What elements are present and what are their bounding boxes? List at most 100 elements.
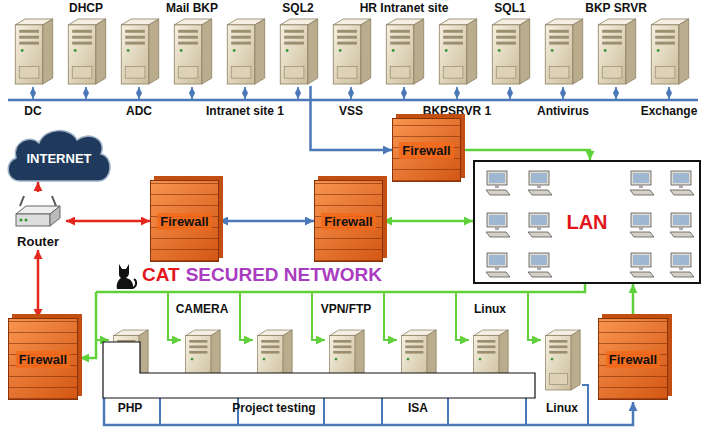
internet-cloud: INTERNET bbox=[4, 124, 114, 182]
server-icon bbox=[333, 19, 370, 84]
firewall-box: Firewall bbox=[8, 318, 78, 400]
network-wire bbox=[509, 87, 511, 99]
server-box: Antivirus bbox=[538, 17, 588, 119]
node-label: DC bbox=[24, 104, 41, 119]
network-link bbox=[311, 86, 393, 150]
node-label: Firewall bbox=[157, 213, 211, 230]
firewall-box: Firewall bbox=[150, 180, 219, 262]
network-wire bbox=[96, 293, 109, 340]
computer-icon bbox=[528, 213, 552, 237]
firewall-box: Firewall bbox=[598, 318, 668, 400]
network-link bbox=[632, 284, 635, 318]
server-icon bbox=[15, 19, 52, 84]
node-label: SQL1 bbox=[494, 1, 525, 16]
server-icon bbox=[68, 19, 105, 84]
router-icon bbox=[16, 196, 60, 226]
node-label: ADC bbox=[126, 104, 152, 119]
network-wire bbox=[562, 87, 564, 99]
computer-icon bbox=[528, 253, 552, 277]
network-wire bbox=[456, 87, 458, 99]
node-label: ISA bbox=[408, 401, 428, 416]
computer-icon bbox=[630, 253, 654, 277]
server-box: Linux bbox=[465, 302, 515, 395]
title-text: SECURED NETWORK bbox=[186, 264, 382, 286]
computer-icon bbox=[670, 171, 694, 195]
server-box: DHCP bbox=[61, 1, 111, 86]
lan-box: LAN bbox=[473, 160, 701, 284]
cloud-outline bbox=[8, 131, 110, 181]
title-text: CAT bbox=[142, 264, 180, 286]
network-wire bbox=[104, 398, 633, 425]
node-label: Mail BKP bbox=[166, 1, 218, 16]
node-label: Firewall bbox=[606, 351, 660, 368]
node-label: Antivirus bbox=[537, 104, 589, 119]
cover-box bbox=[103, 342, 535, 398]
server-icon bbox=[545, 19, 582, 84]
network-wire bbox=[456, 293, 469, 340]
server-box: HR Intranet site bbox=[379, 1, 429, 86]
network-wire bbox=[244, 87, 246, 99]
network-wire bbox=[350, 87, 352, 99]
network-wire bbox=[384, 293, 397, 340]
network-link bbox=[383, 220, 473, 223]
server-box: Intranet site 1 bbox=[220, 17, 270, 119]
network-link bbox=[37, 250, 40, 318]
network-wire bbox=[32, 87, 34, 99]
server-icon bbox=[386, 19, 423, 84]
server-box: Project testing bbox=[249, 325, 299, 416]
server-box: Mail BKP bbox=[167, 1, 217, 86]
firewall-box: Firewall bbox=[314, 180, 383, 262]
computer-icon bbox=[486, 253, 510, 277]
server-box: SQL1 bbox=[485, 1, 535, 86]
node-label: DHCP bbox=[69, 1, 103, 16]
node-label: Firewall bbox=[321, 213, 375, 230]
node-label: LAN bbox=[566, 211, 607, 234]
server-box: Exchange bbox=[644, 17, 694, 119]
network-link bbox=[219, 220, 314, 223]
server-box: Linux bbox=[537, 325, 587, 416]
node-label: VPN/FTP bbox=[321, 302, 372, 317]
server-icon bbox=[439, 19, 476, 84]
server-icon bbox=[598, 19, 635, 84]
network-wire bbox=[80, 292, 96, 358]
node-label: Firewall bbox=[16, 351, 70, 368]
server-icon bbox=[280, 19, 317, 84]
node-label: CAMERA bbox=[176, 302, 229, 317]
network-wire bbox=[191, 87, 193, 99]
computer-icon bbox=[670, 213, 694, 237]
server-icon bbox=[227, 19, 264, 84]
node-label: Project testing bbox=[232, 401, 315, 416]
server-box: CAMERA bbox=[177, 302, 227, 395]
network-wire bbox=[96, 284, 585, 292]
network-wire bbox=[312, 293, 325, 340]
computer-icon bbox=[670, 253, 694, 277]
network-wire bbox=[582, 385, 588, 425]
node-label: PHP bbox=[118, 401, 143, 416]
node-label: BKP SRVR bbox=[585, 1, 647, 16]
firewall-box: Firewall bbox=[392, 118, 461, 182]
network-wire bbox=[528, 293, 541, 340]
server-box: BKPSRVR 1 bbox=[432, 17, 482, 119]
computer-icon bbox=[630, 171, 654, 195]
node-label: Router bbox=[17, 234, 59, 250]
computer-icon bbox=[486, 213, 510, 237]
server-box: PHP bbox=[105, 325, 155, 416]
node-label: INTERNET bbox=[27, 151, 92, 166]
server-icon bbox=[492, 19, 529, 84]
network-link bbox=[461, 150, 590, 160]
network-wire bbox=[668, 87, 670, 99]
network-title: CAT SECURED NETWORK bbox=[142, 264, 382, 286]
network-wire bbox=[615, 87, 617, 99]
network-wire bbox=[85, 87, 87, 99]
node-label: Linux bbox=[546, 401, 578, 416]
server-box: VSS bbox=[326, 17, 376, 119]
server-icon bbox=[651, 19, 688, 84]
computer-icon bbox=[486, 171, 510, 195]
server-box: SQL2 bbox=[273, 1, 323, 86]
node-label: BKPSRVR 1 bbox=[423, 104, 491, 119]
server-box: DC bbox=[8, 17, 58, 119]
router-box: Router bbox=[10, 192, 66, 250]
network-wire bbox=[168, 293, 181, 340]
server-icon bbox=[546, 330, 581, 390]
